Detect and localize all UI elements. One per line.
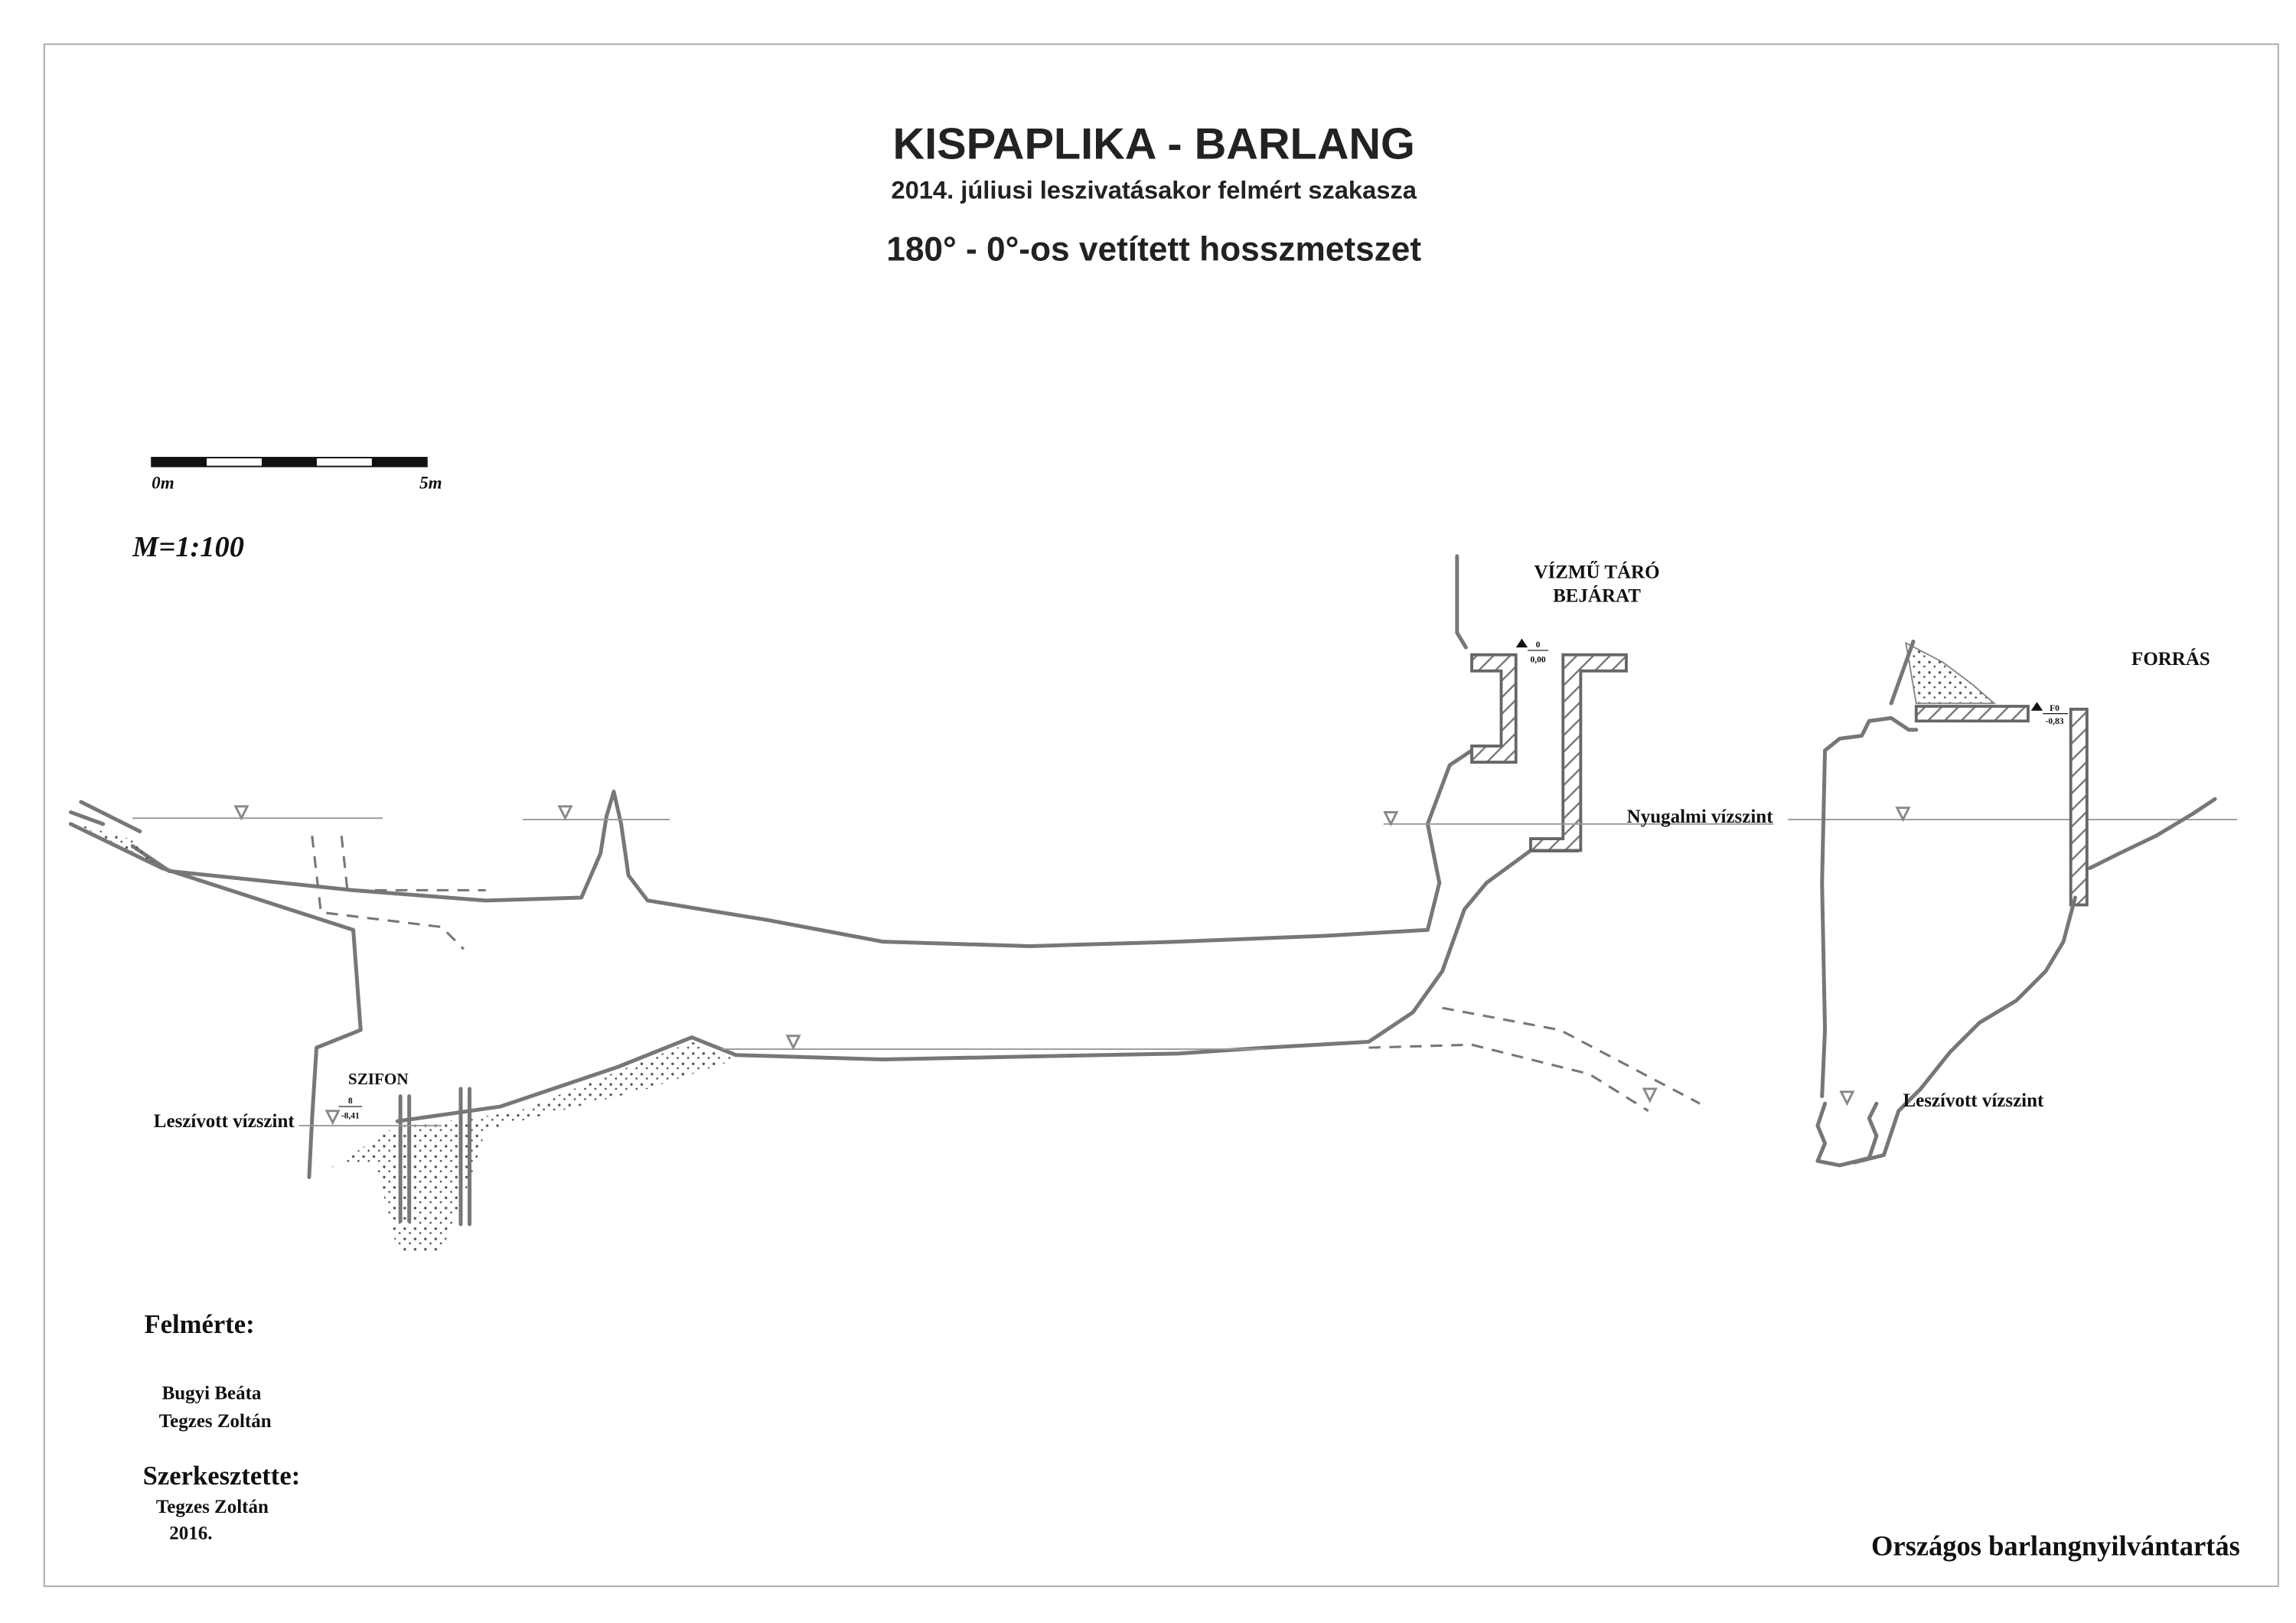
scale-start-label: 0m: [152, 472, 174, 492]
edited-by-heading: Szerkesztette:: [143, 1462, 301, 1491]
registry-footer: Országos barlangnyilvántartás: [1871, 1530, 2240, 1562]
scale-ratio: M=1:100: [132, 531, 244, 563]
station-0-id: 0: [1536, 640, 1541, 650]
edit-year: 2016.: [169, 1523, 212, 1543]
surveyed-by-heading: Felmérte:: [145, 1310, 255, 1339]
siphon-label: SZIFON: [348, 1070, 409, 1088]
water-levels: 8 -8,41: [132, 805, 2237, 1127]
entrance-label-line1: VÍZMŰ TÁRÓ: [1534, 561, 1659, 583]
station-8-id: 8: [348, 1097, 353, 1106]
map-subtitle: 2014. júliusi leszivatásakor felmért sza…: [891, 176, 1417, 204]
lowered-water-level-left: Leszívott vízszint: [154, 1111, 295, 1132]
spring-section: F0 -0,83: [1815, 639, 2217, 1168]
lowered-water-level-right: Leszívott vízszint: [1903, 1090, 2044, 1111]
station-8-depth: -8,41: [341, 1111, 360, 1120]
sheet-border: [43, 43, 2279, 1587]
station-f0-id: F0: [2050, 704, 2060, 713]
surveyor-2: Tegzes Zoltán: [159, 1411, 272, 1432]
surveyor-1: Bugyi Beáta: [162, 1383, 262, 1404]
map-title: KISPAPLIKA - BARLANG: [892, 120, 1414, 169]
spring-label: FORRÁS: [2131, 648, 2210, 670]
scale-bar: 0m 5m: [151, 457, 442, 492]
entrance-label-line2: BEJÁRAT: [1553, 585, 1641, 606]
station-f0-depth: -0,83: [2046, 717, 2064, 726]
scale-end-label: 5m: [419, 472, 442, 492]
rest-water-level-label: Nyugalmi vízszint: [1627, 807, 1774, 827]
editor-name: Tegzes Zoltán: [156, 1497, 269, 1517]
station-0-depth: 0,00: [1531, 655, 1546, 664]
projection-label: 180° - 0°-os vetített hosszmetszet: [886, 230, 1421, 268]
cave-passage: [68, 554, 1701, 1251]
entrance-shaft: 0 0,00: [1470, 638, 1628, 852]
